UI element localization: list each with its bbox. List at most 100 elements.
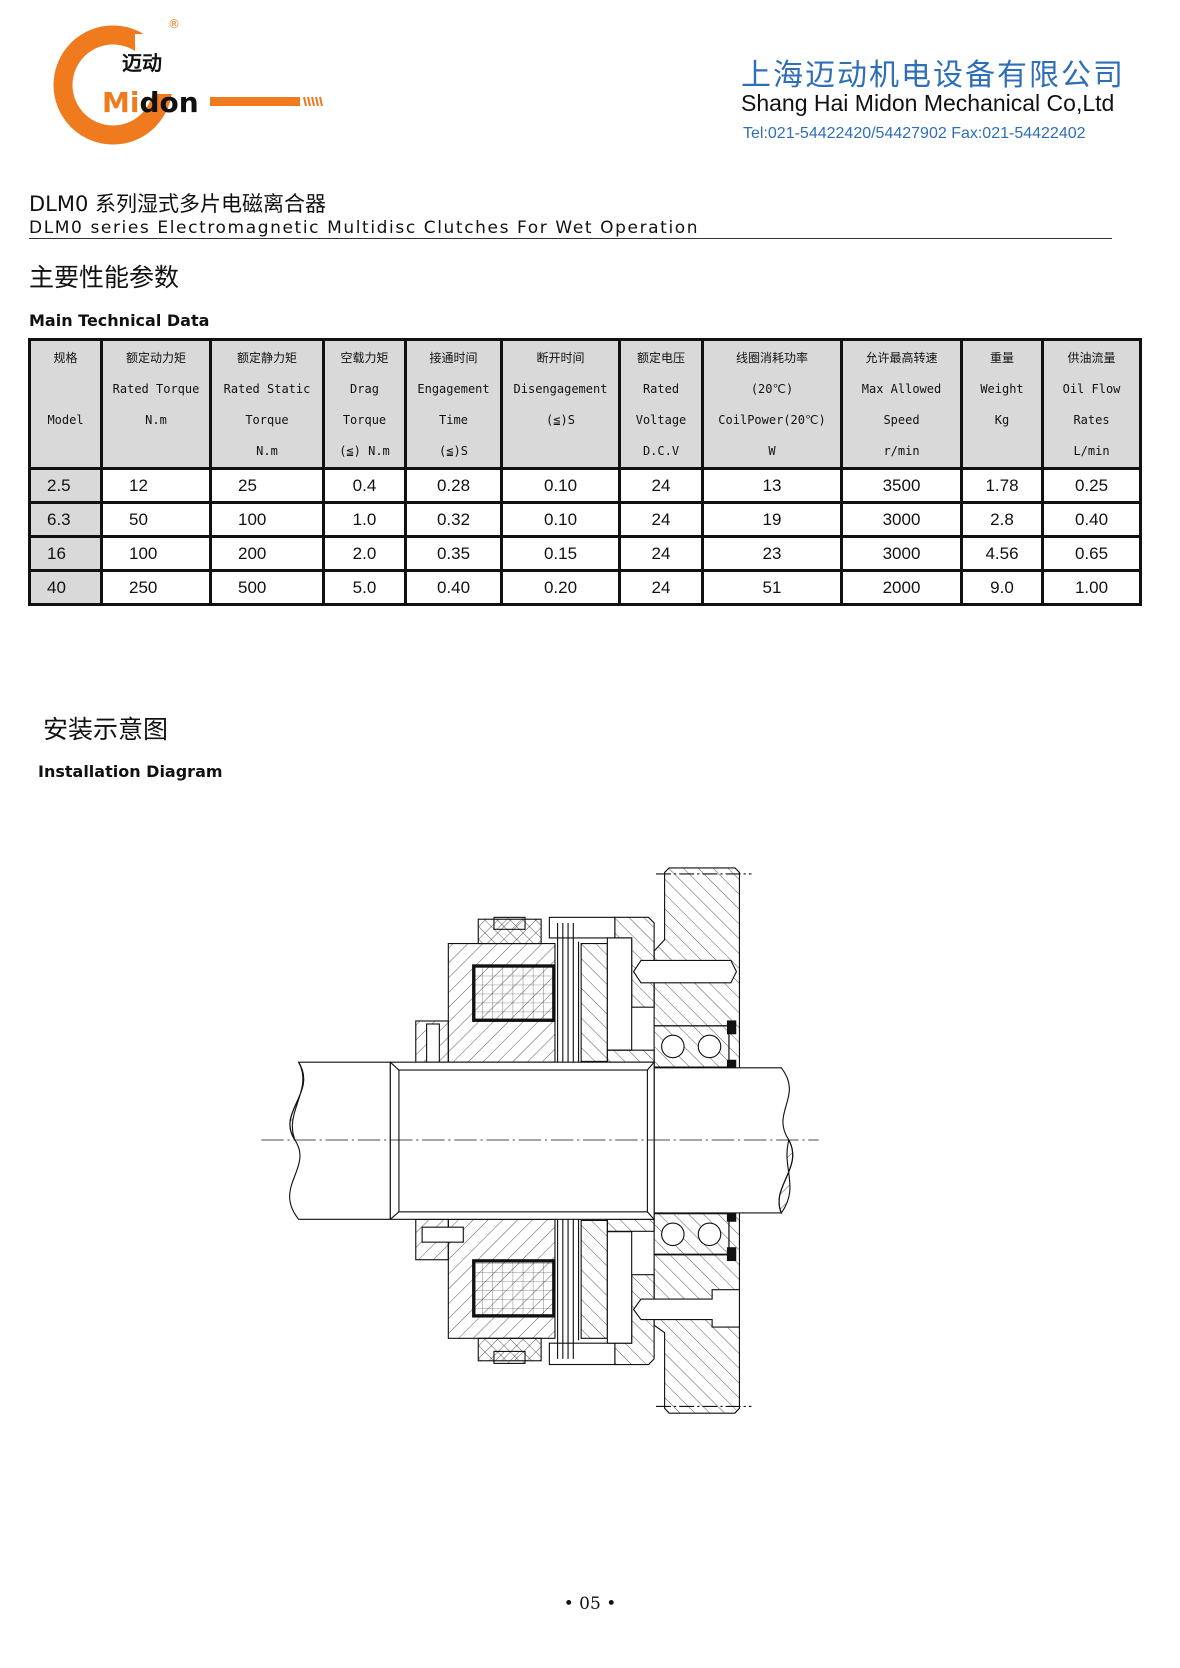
page-number: • 05 • bbox=[563, 1594, 617, 1614]
column-header-line: D.C.V bbox=[642, 444, 680, 458]
column-header-line: 空载力矩 bbox=[340, 351, 389, 365]
column-header-line: 接通时间 bbox=[429, 351, 478, 365]
product-title-cn: DLM0 系列湿式多片电磁离合器 bbox=[29, 192, 327, 216]
table-cell: 0.20 bbox=[500, 569, 621, 606]
column-header-line: Weight bbox=[980, 382, 1024, 396]
column-header-line: Time bbox=[439, 413, 468, 427]
column-header-line: 额定静力矩 bbox=[236, 351, 297, 365]
column-header-line: 允许最高转速 bbox=[865, 351, 938, 365]
column-header-line bbox=[103, 436, 209, 467]
table-cell: 0.40 bbox=[404, 569, 503, 606]
coil-top bbox=[472, 964, 556, 1022]
column-header-line: Kg bbox=[994, 413, 1010, 427]
table-cell: 1.00 bbox=[1041, 569, 1142, 606]
column-header-line: Disengagement bbox=[513, 382, 608, 396]
table-cell: 0.32 bbox=[404, 501, 503, 538]
shaft-left bbox=[289, 1061, 391, 1220]
logo-cn-text: 迈动 bbox=[122, 51, 162, 75]
company-name-en: Shang Hai Midon Mechanical Co,Ltd bbox=[741, 90, 1115, 116]
company-name-cn: 上海迈动机电设备有限公司 bbox=[741, 58, 1125, 93]
model-cell: 6.3 bbox=[28, 501, 103, 538]
column-header-line: 供油流量 bbox=[1067, 351, 1116, 365]
column-header-line: 断开时间 bbox=[536, 351, 585, 365]
tech-section-title-en: Main Technical Data bbox=[29, 311, 210, 330]
column-header-line: N.m bbox=[145, 413, 167, 427]
table-cell: 1.78 bbox=[960, 467, 1044, 504]
column-header-line: 规格 bbox=[53, 351, 78, 365]
table-cell: 0.10 bbox=[500, 501, 621, 538]
table-cell: 250 bbox=[100, 569, 212, 606]
logo-en-text: Midon bbox=[102, 86, 199, 119]
table-cell: 24 bbox=[618, 569, 704, 606]
column-header-line: 额定动力矩 bbox=[125, 351, 186, 365]
disc-stack bbox=[557, 922, 580, 1359]
table-cell: 100 bbox=[209, 501, 325, 538]
column-header-line: 重量 bbox=[989, 351, 1014, 365]
table-cell: 50 bbox=[100, 501, 212, 538]
table-cell: 2000 bbox=[840, 569, 963, 606]
table-cell: 0.4 bbox=[322, 467, 407, 504]
table-cell: 25 bbox=[209, 467, 325, 504]
install-section-title-en: Installation Diagram bbox=[38, 762, 223, 781]
column-header-line: (≦)S bbox=[439, 444, 468, 458]
table-cell: 19 bbox=[701, 501, 843, 538]
table-cell: 0.28 bbox=[404, 467, 503, 504]
table-cell: 100 bbox=[100, 535, 212, 572]
column-header-line: N.m bbox=[256, 444, 278, 458]
column-header-line: Torque bbox=[342, 413, 387, 427]
column-header-line: Rated bbox=[642, 382, 680, 396]
table-cell: 9.0 bbox=[960, 569, 1044, 606]
table-cell: 24 bbox=[618, 467, 704, 504]
table-cell: 12 bbox=[100, 467, 212, 504]
column-header-line: (≦)S bbox=[546, 413, 575, 427]
column-header-line: (20℃) bbox=[750, 382, 794, 396]
column-header-line: Drag bbox=[350, 382, 379, 396]
column-header-line: Voltage bbox=[635, 413, 687, 427]
table-cell: 0.40 bbox=[1041, 501, 1142, 538]
model-cell: 2.5 bbox=[28, 467, 103, 504]
table-cell: 23 bbox=[701, 535, 843, 572]
title-divider bbox=[29, 238, 1112, 239]
table-cell: 13 bbox=[701, 467, 843, 504]
table-cell: 0.10 bbox=[500, 467, 621, 504]
column-header-line: Oil Flow bbox=[1062, 382, 1121, 396]
column-header-line bbox=[31, 374, 100, 405]
table-cell: 3500 bbox=[840, 467, 963, 504]
column-header-line: Rated Torque bbox=[112, 382, 200, 396]
column-header: 线圈消耗功率(20℃)CoilPower(20℃)W bbox=[701, 338, 843, 470]
bearing-bottom bbox=[653, 1213, 730, 1256]
table-cell: 500 bbox=[209, 569, 325, 606]
column-header-line bbox=[963, 436, 1041, 467]
shaft-right bbox=[653, 1067, 794, 1214]
model-cell: 16 bbox=[28, 535, 103, 572]
table-cell: 3000 bbox=[840, 501, 963, 538]
table-cell: 0.25 bbox=[1041, 467, 1142, 504]
column-header-line bbox=[503, 436, 618, 467]
column-header-line: Speed bbox=[883, 413, 920, 427]
product-title-en: DLM0 series Electromagnetic Multidisc Cl… bbox=[29, 218, 700, 238]
install-section-title-cn: 安装示意图 bbox=[43, 715, 169, 744]
column-header-line: Max Allowed bbox=[861, 382, 942, 396]
column-header-line: 额定电压 bbox=[636, 351, 685, 365]
table-cell: 24 bbox=[618, 501, 704, 538]
table-cell: 0.15 bbox=[500, 535, 621, 572]
column-header-line: Rates bbox=[1073, 413, 1110, 427]
model-cell: 40 bbox=[28, 569, 103, 606]
column-header-line: L/min bbox=[1073, 444, 1110, 458]
table-cell: 200 bbox=[209, 535, 325, 572]
midon-logo: 迈动 Midon ® bbox=[53, 17, 323, 145]
bearing-top bbox=[653, 1025, 730, 1068]
table-cell: 0.35 bbox=[404, 535, 503, 572]
table-cell: 2.0 bbox=[322, 535, 407, 572]
column-header-line: Engagement bbox=[417, 382, 490, 396]
